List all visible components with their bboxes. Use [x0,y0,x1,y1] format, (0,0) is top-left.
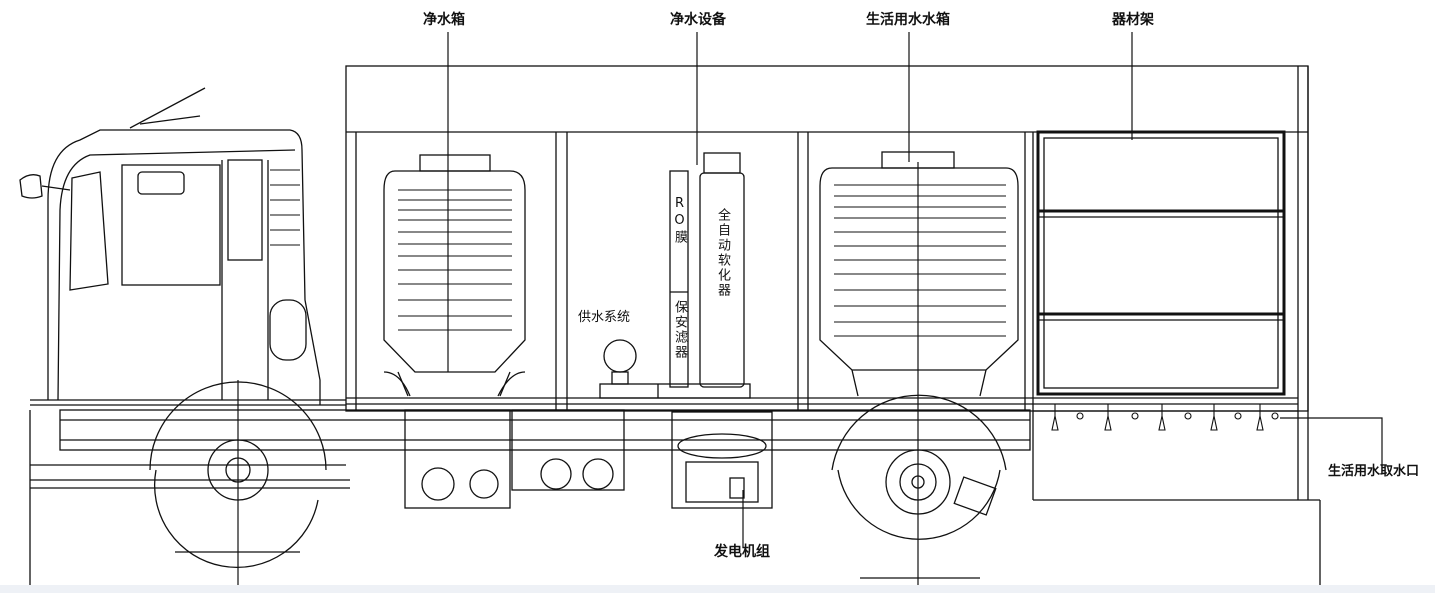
water-supply-system-label: 供水系统 [578,310,631,325]
leader-lines [237,32,1383,585]
truck-cab [19,87,346,466]
ro-membrane-label: RO膜 [672,196,687,245]
security-filter-label: 保安滤器 [672,300,687,360]
purification-equipment [599,152,751,399]
clean-water-tank-label: 净水箱 [423,12,465,28]
auto-softener-label: 全自动软化器 [715,208,730,298]
domestic-water-tank [819,151,1019,397]
domestic-water-outlet-label: 生活用水取水口 [1328,464,1420,479]
bottom-strip [0,585,1435,593]
equipment-rack [1033,130,1298,501]
clean-water-tank [383,154,526,397]
chassis [29,409,1321,585]
generator-set-label: 发电机组 [714,544,770,560]
domestic-water-tank-label: 生活用水水箱 [866,12,950,28]
purification-equipment-label: 净水设备 [670,12,726,28]
equipment-rack-label: 器材架 [1112,12,1154,28]
rear-wheel [831,394,1007,579]
